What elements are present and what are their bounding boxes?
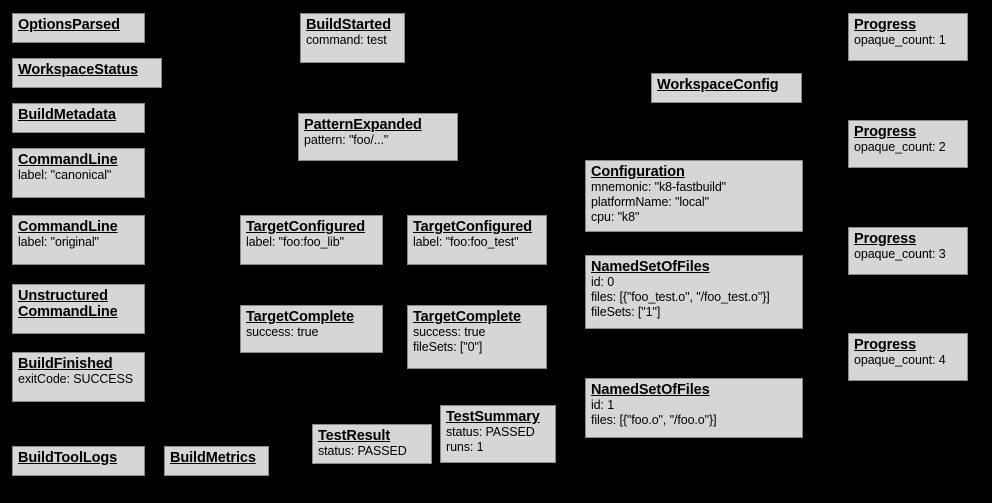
event-node-title: Progress bbox=[854, 17, 917, 33]
event-node-title: PatternExpanded bbox=[304, 117, 422, 133]
event-node-field: label: "foo:foo_test" bbox=[413, 235, 519, 249]
event-node-workspace-status[interactable]: WorkspaceStatus bbox=[12, 58, 162, 88]
event-node-build-metrics[interactable]: BuildMetrics bbox=[164, 446, 269, 476]
event-node-title: BuildStarted bbox=[306, 17, 392, 33]
event-node-field: success: true bbox=[246, 325, 319, 339]
event-node-title: Progress bbox=[854, 231, 917, 247]
event-node-field: label: "canonical" bbox=[18, 168, 112, 182]
event-node-fields: label: "original" bbox=[18, 235, 139, 250]
event-node-fields: success: true bbox=[246, 325, 377, 340]
event-node-field: label: "foo:foo_lib" bbox=[246, 235, 344, 249]
event-node-fields: opaque_count: 4 bbox=[854, 353, 962, 368]
event-node-field: platformName: "local" bbox=[591, 195, 709, 209]
event-node-title: BuildMetrics bbox=[170, 450, 256, 466]
event-node-fields: mnemonic: "k8-fastbuild"platformName: "l… bbox=[591, 180, 797, 225]
event-node-field: command: test bbox=[306, 33, 387, 47]
event-node-title: TargetComplete bbox=[413, 309, 521, 325]
event-node-field: opaque_count: 3 bbox=[854, 247, 946, 261]
event-node-field: cpu: "k8" bbox=[591, 210, 640, 224]
event-node-title: Progress bbox=[854, 124, 917, 140]
event-node-workspace-config[interactable]: WorkspaceConfig bbox=[651, 73, 802, 103]
event-node-field: id: 0 bbox=[591, 275, 615, 289]
event-node-field: success: true bbox=[413, 325, 486, 339]
event-node-title: TargetConfigured bbox=[413, 219, 532, 235]
event-node-title: NamedSetOfFiles bbox=[591, 259, 710, 275]
event-node-field: fileSets: ["1"] bbox=[591, 305, 661, 319]
event-node-fields: exitCode: SUCCESS bbox=[18, 372, 139, 387]
event-node-fields: opaque_count: 3 bbox=[854, 247, 962, 262]
event-node-field: label: "original" bbox=[18, 235, 99, 249]
event-node-title: NamedSetOfFiles bbox=[591, 382, 710, 398]
event-node-field: files: [{"foo.o", "/foo.o"}] bbox=[591, 413, 717, 427]
event-node-title: WorkspaceStatus bbox=[18, 62, 138, 78]
event-node-field: exitCode: SUCCESS bbox=[18, 372, 134, 386]
event-node-build-metadata[interactable]: BuildMetadata bbox=[12, 103, 145, 133]
event-node-field: fileSets: ["0"] bbox=[413, 340, 483, 354]
event-node-title: Configuration bbox=[591, 164, 685, 180]
event-node-title: BuildToolLogs bbox=[18, 450, 118, 466]
event-node-title: TestSummary bbox=[446, 409, 540, 425]
event-node-field: mnemonic: "k8-fastbuild" bbox=[591, 180, 727, 194]
event-node-fields: status: PASSED bbox=[318, 444, 426, 459]
event-node-field: opaque_count: 1 bbox=[854, 33, 946, 47]
event-node-build-tool-logs[interactable]: BuildToolLogs bbox=[12, 446, 145, 476]
event-node-field: opaque_count: 4 bbox=[854, 353, 946, 367]
event-node-title: TestResult bbox=[318, 428, 391, 444]
event-node-fields: label: "canonical" bbox=[18, 168, 139, 183]
event-node-field: opaque_count: 2 bbox=[854, 140, 946, 154]
event-node-title: OptionsParsed bbox=[18, 17, 120, 33]
event-node-field: pattern: "foo/..." bbox=[304, 133, 389, 147]
event-node-field: files: [{"foo_test.o", "/foo_test.o"}] bbox=[591, 290, 770, 304]
event-node-title: BuildMetadata bbox=[18, 107, 116, 123]
event-node-title: TargetConfigured bbox=[246, 219, 365, 235]
event-node-title: TargetComplete bbox=[246, 309, 354, 325]
event-node-fields: opaque_count: 2 bbox=[854, 140, 962, 155]
event-node-field: runs: 1 bbox=[446, 440, 484, 454]
event-node-title: CommandLine bbox=[18, 152, 118, 168]
event-node-unstructured-command-line[interactable]: Unstructured CommandLine bbox=[12, 284, 145, 334]
event-node-field: status: PASSED bbox=[446, 425, 535, 439]
event-node-title: Unstructured CommandLine bbox=[18, 288, 118, 320]
event-node-fields: label: "foo:foo_test" bbox=[413, 235, 541, 250]
event-node-title: BuildFinished bbox=[18, 356, 113, 372]
event-node-fields: command: test bbox=[306, 33, 399, 48]
event-node-fields: pattern: "foo/..." bbox=[304, 133, 452, 148]
event-node-title: WorkspaceConfig bbox=[657, 77, 779, 93]
event-node-field: id: 1 bbox=[591, 398, 615, 412]
event-node-field: status: PASSED bbox=[318, 444, 407, 458]
event-node-fields: opaque_count: 1 bbox=[854, 33, 962, 48]
event-node-title: Progress bbox=[854, 337, 917, 353]
event-node-fields: label: "foo:foo_lib" bbox=[246, 235, 377, 250]
event-node-options-parsed[interactable]: OptionsParsed bbox=[12, 13, 145, 43]
event-node-title: CommandLine bbox=[18, 219, 118, 235]
